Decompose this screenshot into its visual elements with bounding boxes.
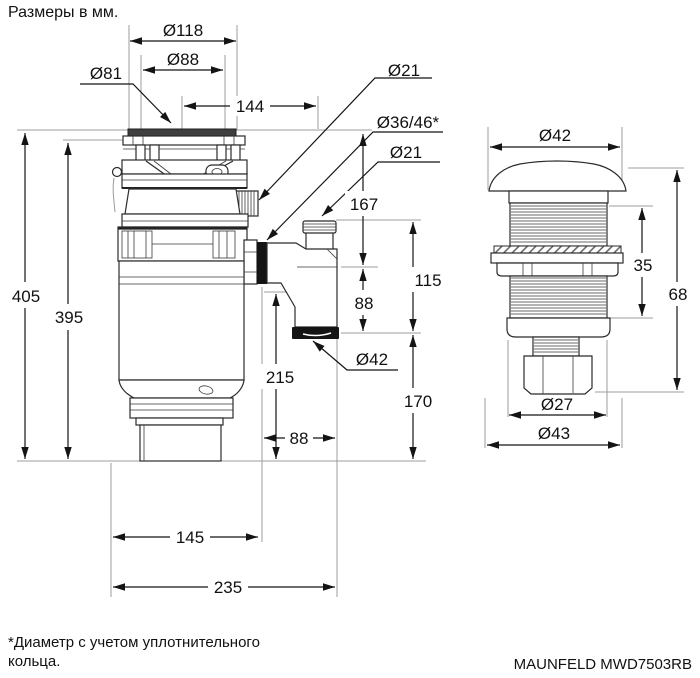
- dim-d21-side: Ø21: [390, 143, 422, 162]
- dim-h68: 68: [669, 285, 688, 304]
- sink-flange-band: [127, 128, 237, 137]
- drain-cap-dome: [488, 160, 627, 192]
- grind-chamber: [124, 188, 241, 215]
- dim-h167: 167: [350, 195, 378, 214]
- footnote-line1: *Диаметр с учетом уплотнительного: [8, 634, 260, 651]
- clamp-ring: [111, 159, 248, 213]
- dim-w235: 235: [214, 578, 242, 597]
- page-title: Размеры в мм.: [8, 4, 119, 21]
- dim-d118: Ø118: [163, 21, 203, 40]
- dim-h405: 405: [12, 287, 40, 306]
- anti-vibration-band: [117, 226, 248, 262]
- dim-h115: 115: [414, 271, 441, 290]
- dim-w88: 88: [290, 429, 309, 448]
- detail-view-drain-flange: [488, 160, 627, 395]
- motor-housing: [118, 260, 245, 399]
- footnote: *Диаметр с учетом уплотнительного кольца…: [8, 634, 260, 672]
- dim-d42: Ø42: [539, 126, 571, 145]
- footnote-line2: кольца.: [8, 652, 61, 670]
- leader-d36-46: [266, 131, 443, 241]
- base: [129, 397, 234, 462]
- leader-d21-top: [258, 77, 432, 201]
- dim-h88: 88: [355, 294, 374, 313]
- lower-thread-section: [509, 275, 608, 319]
- leader-d21-side: [321, 161, 440, 217]
- dimension-labels: Ø118 Ø88 Ø81 144 Ø21 Ø36/46* Ø21 167 88 …: [12, 21, 688, 597]
- mounting-posts: [123, 144, 245, 163]
- elbow-outlet-band: [292, 327, 339, 339]
- model-label: MAUNFELD MWD7503RB: [513, 656, 692, 673]
- dim-h35: 35: [634, 256, 653, 275]
- gasket-strip: [493, 245, 622, 254]
- dim-h395: 395: [55, 308, 83, 327]
- bottom-cap: [506, 317, 611, 338]
- mounting-plate: [122, 135, 246, 146]
- discharge-elbow: [266, 220, 339, 339]
- dim-w145: 145: [176, 528, 204, 547]
- chamber-ring: [121, 213, 249, 228]
- dim-w144: 144: [236, 97, 264, 116]
- under-flange-ring: [496, 262, 619, 277]
- upper-thread-section: [509, 202, 608, 247]
- dim-h170: 170: [404, 392, 432, 411]
- extension-lines: [17, 25, 684, 597]
- leader-d81: [80, 83, 172, 124]
- main-view-disposer: [111, 128, 339, 462]
- dim-h215: 215: [266, 368, 294, 387]
- dim-d88: Ø88: [167, 50, 199, 69]
- dim-d43: Ø43: [538, 424, 570, 443]
- hook-detail: [111, 166, 123, 178]
- leader-d42-outlet: [312, 340, 398, 371]
- dim-d81: Ø81: [90, 64, 122, 83]
- discharge-outlet: [243, 239, 267, 285]
- dim-d27: Ø27: [541, 395, 573, 414]
- label-backings: [8, 96, 692, 598]
- lock-nut: [523, 355, 593, 395]
- drain-neck: [508, 190, 609, 204]
- dim-d21-top: Ø21: [388, 61, 420, 80]
- dim-d42-outlet: Ø42: [356, 350, 388, 369]
- seal-joint-band: [257, 242, 267, 284]
- flange-plate: [490, 252, 624, 264]
- dim-d36-46: Ø36/46*: [377, 113, 440, 132]
